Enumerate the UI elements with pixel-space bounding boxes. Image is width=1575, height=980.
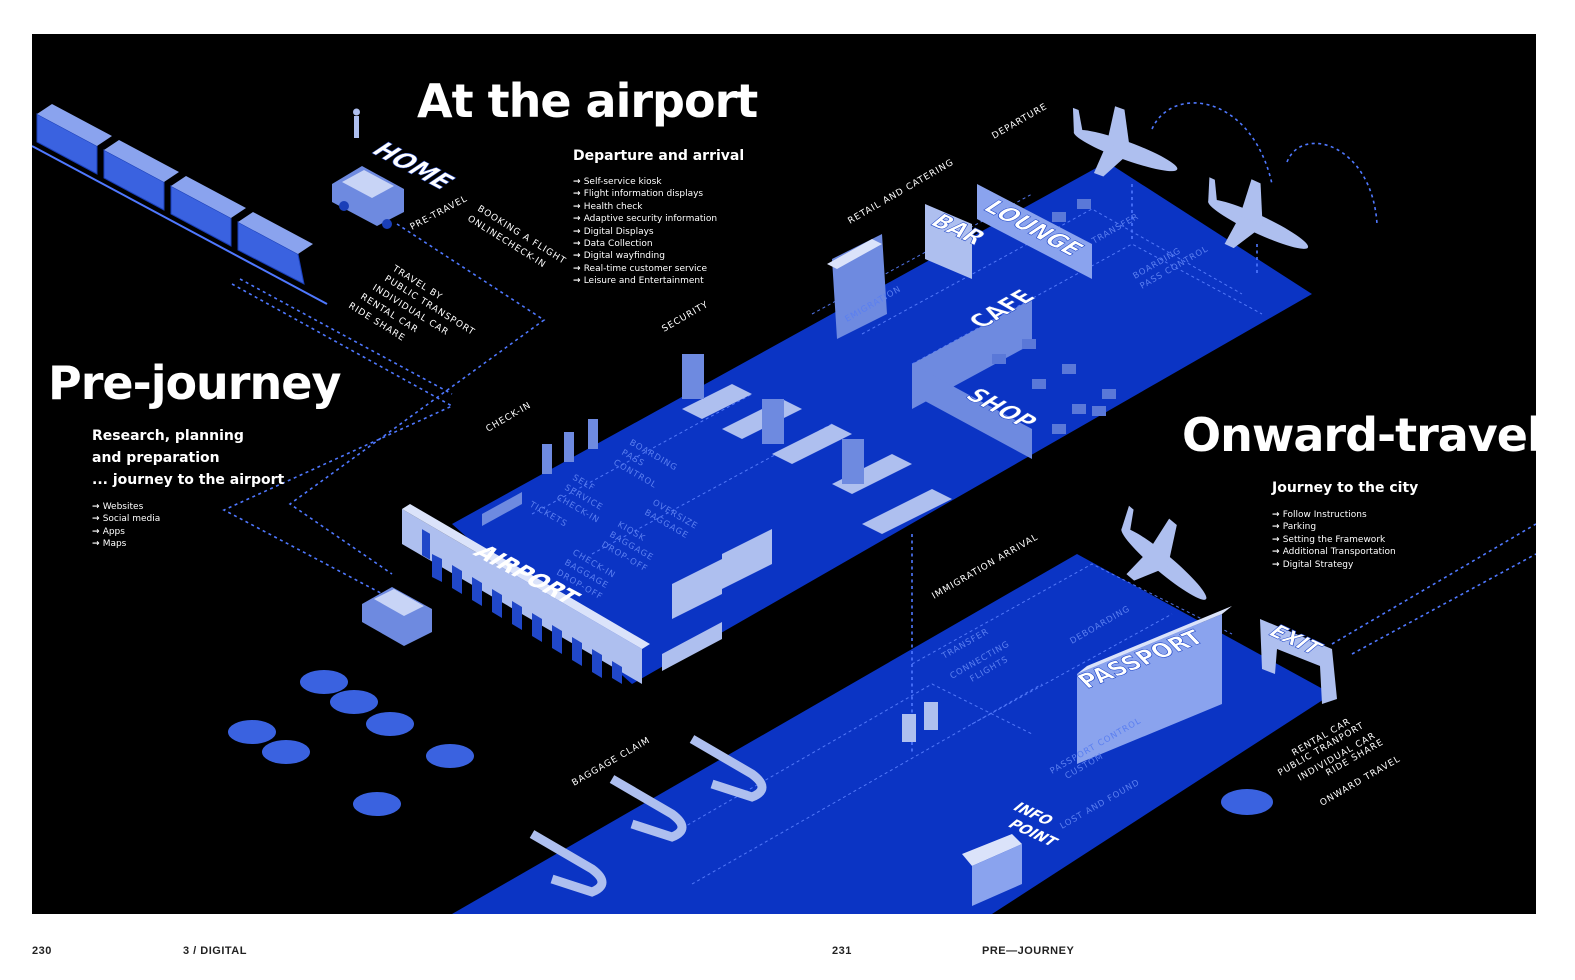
baggage-carousels <box>529 735 767 897</box>
label-check-in: CHECK-IN <box>485 401 534 435</box>
onward-title: Onward-travel <box>1182 408 1536 462</box>
list-item: Health check <box>573 201 717 213</box>
label-security: SECURITY <box>661 300 711 335</box>
list-item: Self-service kiosk <box>573 176 717 188</box>
taxi <box>362 587 432 646</box>
plane-icons <box>1072 106 1309 600</box>
prejourney-title: Pre-journey <box>48 356 341 410</box>
label-departure: DEPARTURE <box>991 102 1050 142</box>
list-item: Maps <box>92 538 160 550</box>
left-page-number: 230 <box>32 945 52 957</box>
arrival-kiosks <box>902 702 938 742</box>
list-item: Digital Displays <box>573 226 717 238</box>
airport-list: Self-service kiosk Flight information di… <box>573 176 717 288</box>
airport-title: At the airport <box>417 74 758 128</box>
list-item: Digital wayfinding <box>573 250 717 262</box>
parked-cars <box>228 670 1273 816</box>
airport-subtitle: Departure and arrival <box>573 148 745 164</box>
prejourney-subtitle: Research, planning and preparation ... j… <box>92 428 285 488</box>
list-item: Additional Transportation <box>1272 546 1396 558</box>
list-item: Websites <box>92 501 160 513</box>
label-pre-travel: PRE-TRAVEL <box>409 194 470 233</box>
list-item: Follow Instructions <box>1272 509 1396 521</box>
list-item: Leisure and Entertainment <box>573 275 717 287</box>
left-section-title: 3 / DIGITAL <box>183 945 247 957</box>
list-item: Parking <box>1272 521 1396 533</box>
onward-list: Follow Instructions Parking Setting the … <box>1272 509 1396 571</box>
departure-floor <box>452 162 1312 684</box>
departure-structures <box>482 234 1032 671</box>
list-item: Setting the Framework <box>1272 534 1396 546</box>
list-item: Apps <box>92 526 160 538</box>
gate-seating <box>992 199 1116 434</box>
zone-lines <box>531 193 1263 885</box>
right-page-number: 231 <box>832 945 852 957</box>
list-item: Digital Strategy <box>1272 559 1396 571</box>
prejourney-list: Websites Social media Apps Maps <box>92 501 161 551</box>
list-item: Data Collection <box>573 238 717 250</box>
exit-gate: EXIT <box>1260 619 1337 704</box>
onward-subtitle: Journey to the city <box>1272 480 1419 496</box>
train <box>32 104 328 305</box>
airport-isometric-scene: HOME AIRPORT <box>32 102 1536 914</box>
list-item: Real-time customer service <box>573 263 717 275</box>
list-item: Social media <box>92 513 161 525</box>
illustration-panel: HOME AIRPORT <box>32 34 1536 914</box>
right-section-title: PRE—JOURNEY <box>982 945 1075 957</box>
list-item: Flight information displays <box>573 188 717 200</box>
list-item: Adaptive security information <box>573 213 717 225</box>
arrival-floor <box>452 554 1332 914</box>
